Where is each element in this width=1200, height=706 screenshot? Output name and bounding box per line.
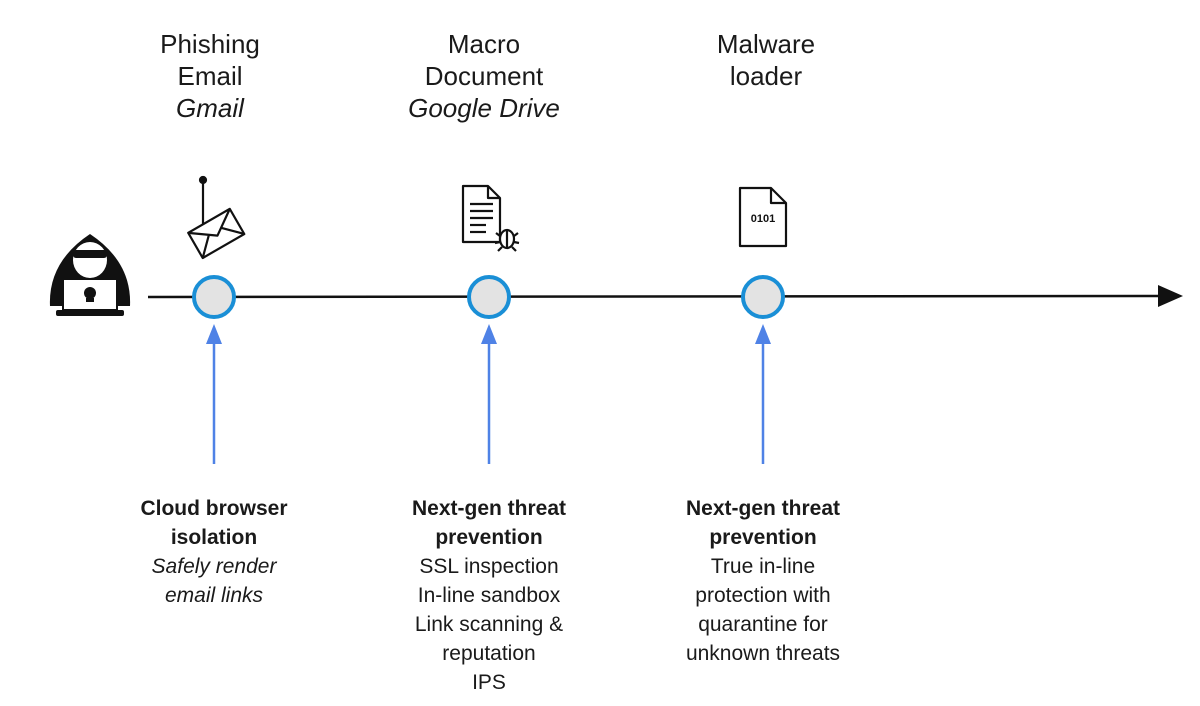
timeline-arrowhead <box>1158 285 1183 307</box>
stage-title-malware: Malware loader <box>636 28 896 92</box>
timeline-node-1 <box>192 275 236 319</box>
hooded-hacker-icon <box>49 234 131 316</box>
stage-title-macro: Macro Document Google Drive <box>354 28 614 124</box>
defense-detail-line: unknown threats <box>685 642 841 665</box>
binary-label: 0101 <box>751 213 775 225</box>
defense-note-line: email links <box>164 584 264 607</box>
stage-title-line: Malware <box>716 29 816 59</box>
stage-title-line: Document <box>424 61 544 91</box>
defense-detail-line: Link scanning & <box>414 613 564 636</box>
defense-detail-line: protection with <box>695 584 831 607</box>
defense-arrow-2 <box>481 324 497 464</box>
defense-detail-line: True in-line <box>710 555 816 578</box>
defense-note-line: Safely render <box>151 555 277 578</box>
defense-heading-line: prevention <box>709 526 817 549</box>
defense-arrow-1 <box>206 324 222 464</box>
defense-next-gen-threat-prevention-2: Next-gen threat prevention True in-line … <box>633 494 893 668</box>
stage-subtitle: Google Drive <box>408 93 560 123</box>
stage-title-line: Phishing <box>160 29 260 59</box>
defense-arrow-3 <box>755 324 771 464</box>
timeline-line <box>147 294 1167 299</box>
defense-detail-line: reputation <box>442 642 536 665</box>
stage-title-line: Macro <box>447 29 521 59</box>
defense-detail-line: quarantine for <box>698 613 828 636</box>
phishing-email-icon <box>187 175 246 260</box>
stage-title-line: Email <box>177 61 243 91</box>
defense-detail-line: SSL inspection <box>419 555 559 578</box>
defense-heading-line: isolation <box>170 526 258 549</box>
defense-next-gen-threat-prevention-1: Next-gen threat prevention SSL inspectio… <box>359 494 619 697</box>
defense-heading-line: Next-gen threat <box>411 497 567 520</box>
defense-heading-line: Next-gen threat <box>685 497 841 520</box>
stage-subtitle: Gmail <box>176 93 244 123</box>
defense-heading-line: prevention <box>435 526 543 549</box>
stage-title-line: loader <box>729 61 803 91</box>
timeline-node-2 <box>467 275 511 319</box>
defense-detail-line: In-line sandbox <box>417 584 561 607</box>
defense-heading-line: Cloud browser <box>140 497 288 520</box>
document-bug-icon <box>461 184 520 252</box>
defense-cloud-browser-isolation: Cloud browser isolation Safely render em… <box>84 494 344 610</box>
stage-title-phishing: Phishing Email Gmail <box>80 28 340 124</box>
defense-detail-line: IPS <box>472 671 506 694</box>
timeline-node-3 <box>741 275 785 319</box>
binary-file-icon <box>738 186 788 248</box>
